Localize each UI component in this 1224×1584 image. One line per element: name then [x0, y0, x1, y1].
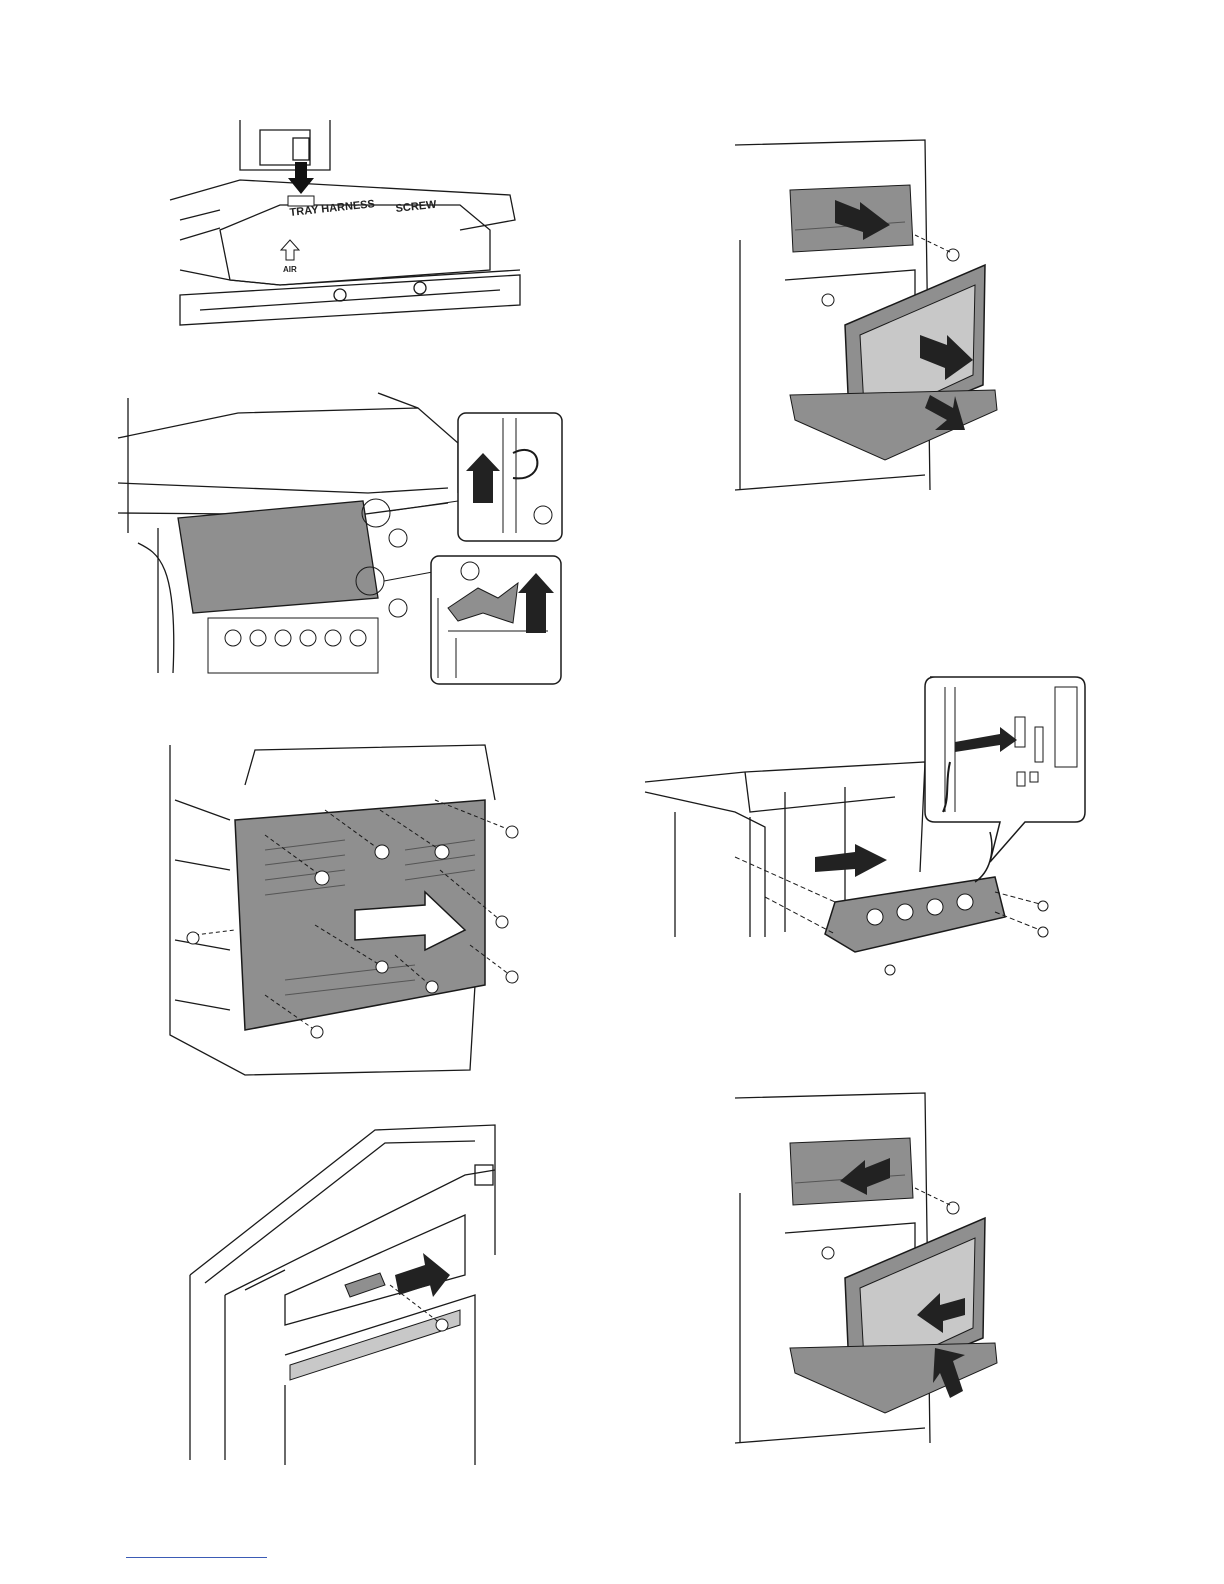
- figure-side-door-open: [735, 140, 1005, 495]
- screw-label: SCREW: [395, 199, 438, 215]
- figure-rear-top-cover: [185, 1125, 505, 1465]
- footer-rule: [126, 1557, 267, 1558]
- figure-rear-cover-hooks: [118, 393, 568, 688]
- figure-rear-panel-screws: [165, 740, 535, 1075]
- figure-side-door-close: [735, 1093, 1005, 1448]
- figure-fusing-unit: [645, 672, 1090, 992]
- figure-tray-harness: TRAY HARNESS SCREW AIR: [160, 110, 530, 340]
- air-label: AIR: [283, 265, 297, 274]
